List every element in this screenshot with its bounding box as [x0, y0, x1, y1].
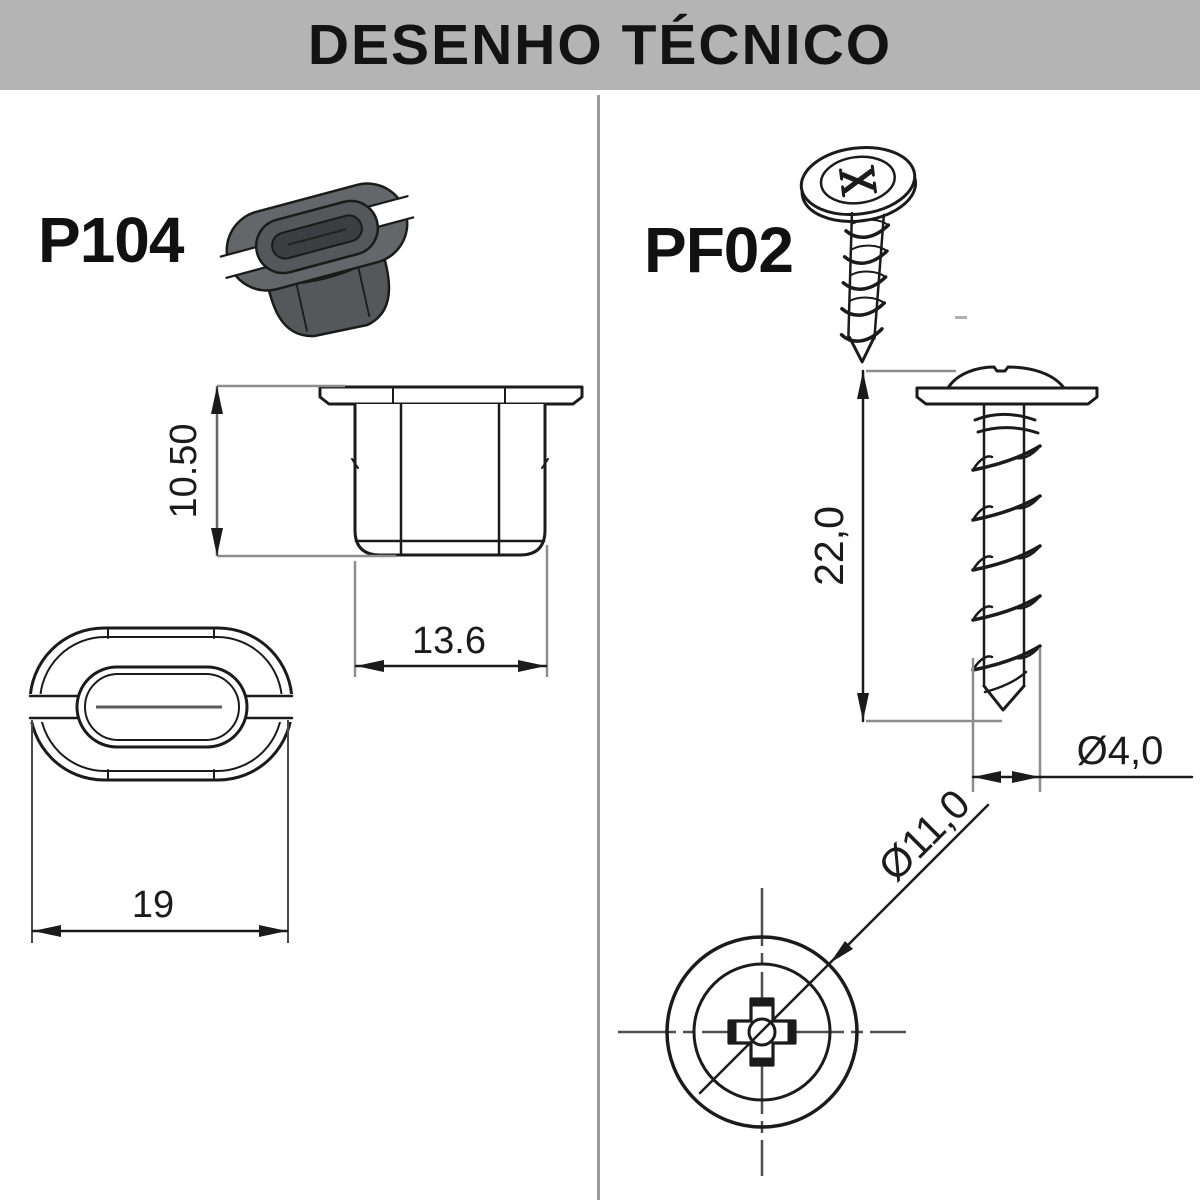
shaft-coils-front — [839, 223, 891, 343]
dim-length-arrow-left — [33, 925, 61, 937]
dim-width-extension-lines — [353, 545, 549, 677]
pf02-3d-view — [799, 146, 918, 364]
top-view-slot-edges — [28, 694, 294, 720]
pf02-bottom-view: Ø11,0 — [618, 780, 990, 1176]
grommet-hole-slot-line — [287, 228, 347, 246]
dim-thread-dia-arrow-left — [973, 771, 1001, 783]
grommet-body-edge-lines — [296, 268, 371, 332]
dim-screw-length-arrow-top — [857, 371, 869, 399]
dim-width-arrow-left — [356, 660, 384, 672]
side-screw-tip — [982, 684, 1026, 712]
phillips-recess-tips — [839, 164, 877, 198]
stray-print-mark — [955, 316, 967, 319]
side-thread-left-hooks — [971, 455, 994, 672]
top-view-neck-inner-outline — [84, 673, 240, 741]
phillips-recess-icon — [840, 168, 876, 194]
pf02-3d-shaft — [839, 211, 891, 364]
side-shaft-core — [982, 402, 1026, 688]
side-head-dome — [946, 365, 1066, 390]
head-view-inner-circle — [692, 962, 832, 1102]
dim-screw-length-22: 22,0 — [806, 369, 1002, 723]
part-code-label-pf02: PF02 — [644, 214, 793, 286]
dim-length-arrow-right — [259, 925, 287, 937]
dim-height-value: 10.50 — [163, 423, 205, 518]
side-head-flange — [915, 386, 1099, 406]
dim-height-extension-lines — [217, 384, 396, 558]
part-p104-panel: P104 — [20, 182, 584, 943]
pf02-3d-head — [799, 146, 918, 223]
dim-width-value: 13.6 — [412, 620, 486, 662]
front-body-notches — [351, 458, 549, 469]
shaft-tip — [847, 335, 876, 364]
dim-width-arrow-right — [518, 660, 546, 672]
dim-length-19: 19 — [31, 720, 289, 943]
dim-thread-diameter-4: Ø4,0 — [971, 648, 1194, 792]
dim-screw-length-value: 22,0 — [806, 506, 852, 586]
dim-thread-dia-extension-lines — [971, 648, 1042, 792]
front-body-outline — [353, 404, 547, 557]
dim-height-arrow-bottom — [211, 528, 223, 556]
side-thread-right-hooks — [1015, 444, 1042, 660]
page-title: DESENHO TÉCNICO — [307, 13, 893, 77]
front-flange-outline — [318, 385, 584, 406]
dim-thread-dia-value: Ø4,0 — [1077, 729, 1164, 773]
side-tip-thread — [983, 670, 1028, 694]
part-code-label-p104: P104 — [38, 204, 185, 276]
p104-front-view: 10.50 13.6 — [163, 384, 584, 677]
side-thread-partial-top — [973, 412, 1040, 435]
dim-head-dia-arrow — [830, 941, 853, 963]
front-flange-ticks — [392, 386, 506, 405]
head-view-outer-circle — [665, 935, 859, 1129]
panel-divider — [597, 95, 600, 1200]
dim-head-dia-value: Ø11,0 — [869, 780, 978, 889]
dim-height-arrow-top — [211, 386, 223, 414]
p104-3d-view — [219, 182, 415, 338]
dim-length-extension-lines — [31, 720, 289, 943]
part-pf02-panel: PF02 — [618, 146, 1194, 1176]
title-banner: DESENHO TÉCNICO — [0, 0, 1200, 90]
side-thread-coils — [971, 444, 1042, 672]
shaft-coils-back — [848, 218, 890, 304]
front-body-inner-lines — [399, 402, 501, 556]
top-view-parting-ticks — [107, 628, 215, 780]
dim-width-13-6: 13.6 — [353, 545, 549, 677]
dim-thread-dia-arrow-right — [1012, 771, 1040, 783]
pf02-side-view: 22,0 Ø4,0 — [806, 365, 1194, 792]
dim-screw-length-arrow-bottom — [857, 693, 869, 721]
p104-top-view: 19 — [20, 626, 302, 943]
dim-length-value: 19 — [132, 884, 174, 926]
dim-height-10-50: 10.50 — [163, 384, 396, 558]
phillips-cross-tip-caps — [729, 999, 795, 1065]
dim-screw-length-extension-lines — [866, 369, 1002, 723]
